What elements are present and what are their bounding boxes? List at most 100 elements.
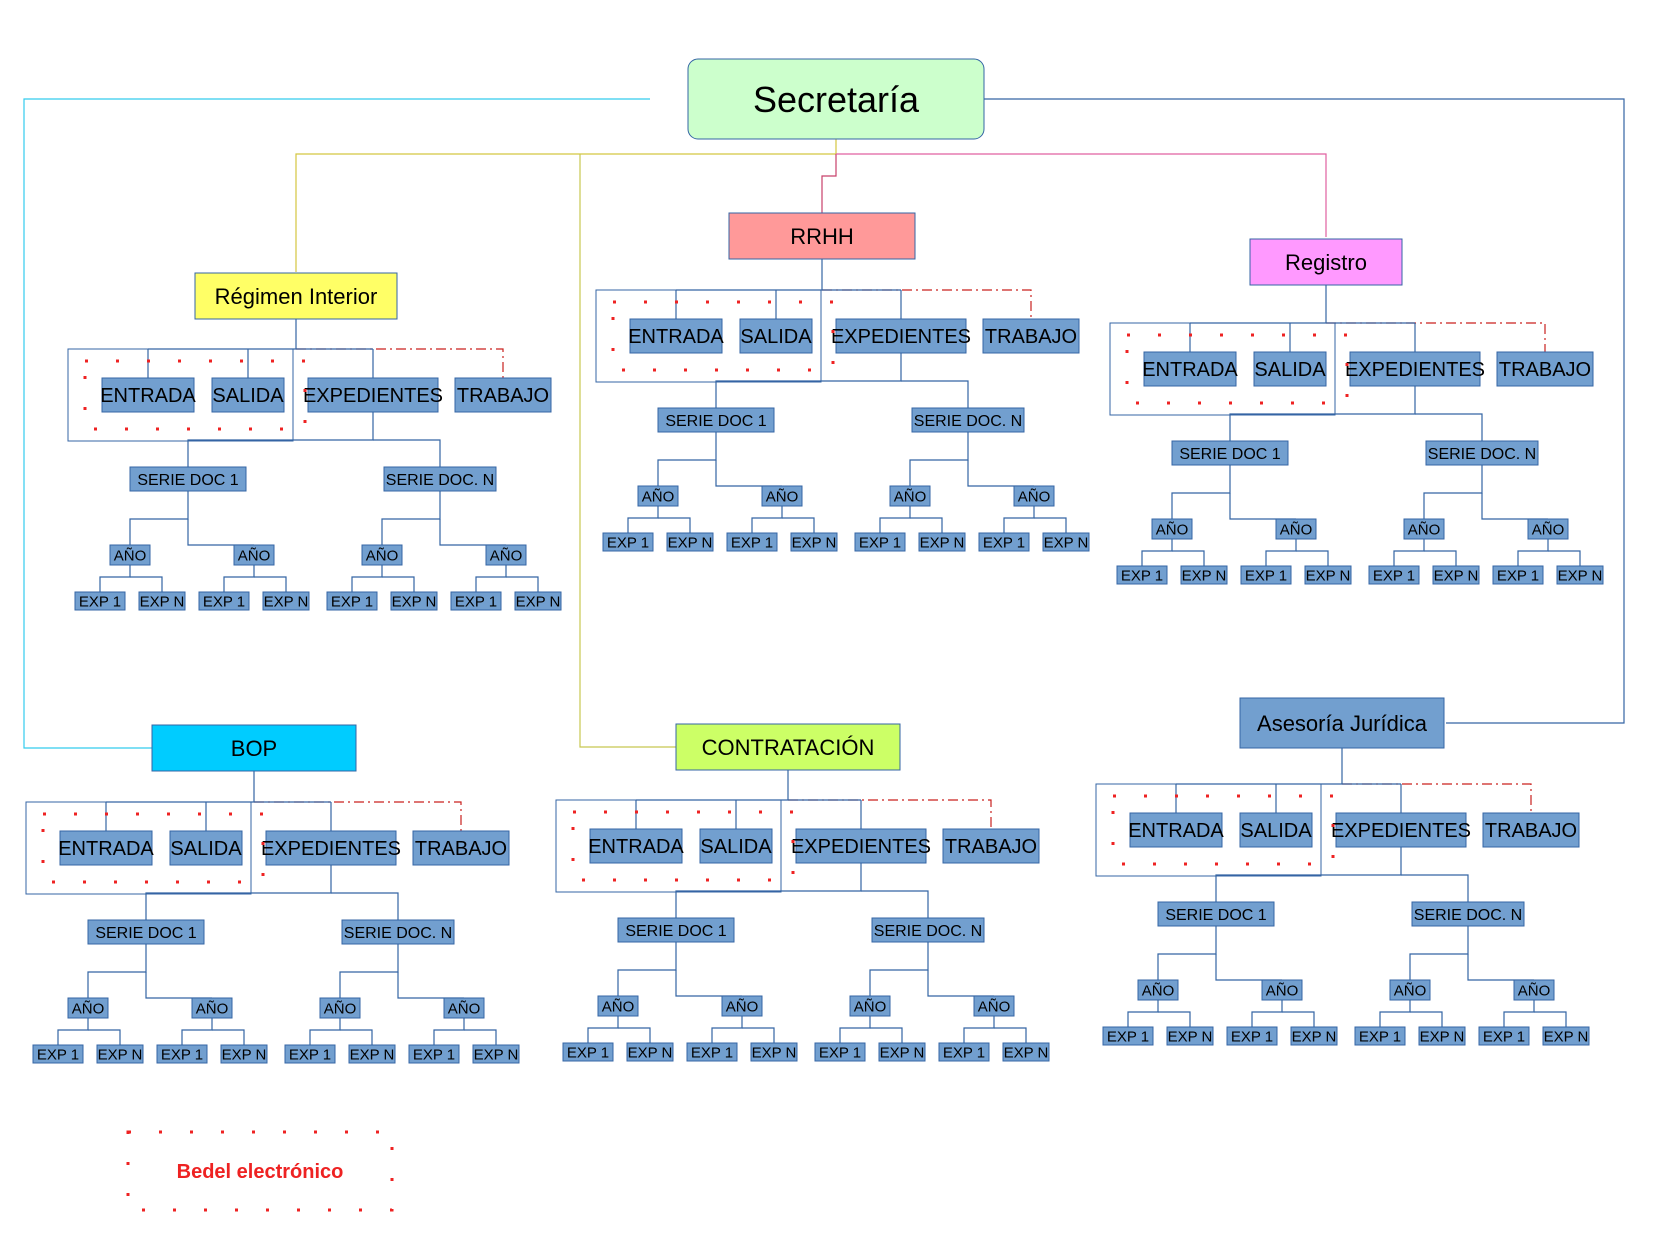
dept-contratacion-serie-doc-1-year-1-exp-n: EXP N xyxy=(750,1042,798,1062)
dept-registro-serie-doc-n-year-0: AÑO xyxy=(1403,518,1445,540)
dept-bop-group-frame xyxy=(25,801,252,895)
dept-registro-serie-doc-1-year-1-exp-1: EXP 1 xyxy=(1240,565,1292,585)
dept-rrhh-serie-doc-1-year-0-box xyxy=(637,485,679,507)
dept-registro-serie-doc-n-box xyxy=(1425,440,1539,466)
dept-regimen-interior-serie-doc-1-year-1-exp-1-box xyxy=(198,591,250,611)
dept-regimen-interior-serie-doc-1-year-0-exp-link-n xyxy=(130,576,163,592)
dept-rrhh-serie-doc-n-year-link-b xyxy=(967,460,1034,487)
dept-contratacion-trabajo-label: TRABAJO xyxy=(945,836,1037,858)
dept-rrhh-entrada-label: ENTRADA xyxy=(628,326,724,348)
dept-asesoria-juridica-serie-doc-n-year-1-exp-1-label: EXP 1 xyxy=(1483,1028,1525,1045)
dept-bop-serie-doc-1-year-0-exp-1-label: EXP 1 xyxy=(37,1046,79,1063)
dept-rrhh-serie-doc-1-year-1-exp-1-label: EXP 1 xyxy=(731,534,773,551)
dept-asesoria-juridica-serie-doc-1-year-1: AÑO xyxy=(1261,979,1303,1001)
dept-regimen-interior-serie-doc-1-year-0-exp-1-box xyxy=(74,591,126,611)
dept-bop-series-right-link xyxy=(331,892,399,920)
dept-rrhh-title-box xyxy=(728,212,916,260)
dept-regimen-interior-serie-doc-n-year-0-exp-link-1 xyxy=(351,565,383,592)
dept-contratacion-serie-doc-n-year-1-exp-1-label: EXP 1 xyxy=(943,1044,985,1061)
dept-contratacion-salida: SALIDA xyxy=(699,828,773,864)
dept-rrhh-serie-doc-n-year-1-exp-link-1 xyxy=(1003,506,1035,533)
dept-regimen-interior-serie-doc-1-label: SERIE DOC 1 xyxy=(137,472,238,489)
dept-contratacion-serie-doc-n-year-0-exp-n-label: EXP N xyxy=(880,1044,925,1061)
dept-rrhh-series-left-link xyxy=(715,353,902,408)
dept-rrhh-entrada-box xyxy=(629,318,723,354)
dept-regimen-interior-trabajo-link xyxy=(296,348,504,378)
dept-contratacion-title: CONTRATACIÓN xyxy=(675,723,901,771)
dept-regimen-interior-entrada-label: ENTRADA xyxy=(100,385,196,407)
dept-registro-serie-doc-1-year-0-exp-link-1 xyxy=(1141,539,1173,566)
dept-asesoria-juridica-serie-doc-1-year-1-exp-1: EXP 1 xyxy=(1226,1026,1278,1046)
dept-asesoria-juridica-serie-doc-n-year-1-exp-link-1 xyxy=(1503,1000,1535,1027)
dept-rrhh-serie-doc-n-year-0-exp-1-label: EXP 1 xyxy=(859,534,901,551)
dept-asesoria-juridica-serie-doc-1-year-0-exp-n-box xyxy=(1166,1026,1214,1046)
dept-regimen-interior-serie-doc-1-year-link-b xyxy=(187,519,254,546)
dept-bop-serie-doc-n-year-1-label: AÑO xyxy=(448,1000,481,1017)
dept-contratacion-serie-doc-n-label: SERIE DOC. N xyxy=(874,923,982,940)
dept-contratacion-serie-doc-n-year-0-exp-1-label: EXP 1 xyxy=(819,1044,861,1061)
dept-bop-serie-doc-n-year-link-b xyxy=(397,972,464,999)
dept-regimen-interior-serie-doc-1-year-1-exp-link-1 xyxy=(223,565,255,592)
dept-asesoria-juridica-series-right-link xyxy=(1401,874,1469,902)
dept-rrhh-serie-doc-n-year-0: AÑO xyxy=(889,485,931,507)
dept-regimen-interior-serie-doc-n-year-link-a xyxy=(381,491,441,545)
dept-asesoria-juridica-serie-doc-1-box xyxy=(1157,901,1275,927)
dept-registro-serie-doc-1-year-1-box xyxy=(1275,518,1317,540)
dept-asesoria-juridica-serie-doc-n-year-0-exp-n-box xyxy=(1418,1026,1466,1046)
dept-bop-serie-doc-1-year-0-label: AÑO xyxy=(72,1000,105,1017)
dept-regimen-interior-serie-doc-n-year-0-exp-n: EXP N xyxy=(390,591,438,611)
dept-contratacion-serie-doc-n-year-0-box xyxy=(849,995,891,1017)
dept-regimen-interior-series-right-link xyxy=(373,439,441,467)
dept-asesoria-juridica-serie-doc-1-year-1-label: AÑO xyxy=(1266,982,1299,999)
dept-bop-serie-doc-1-year-0-exp-n: EXP N xyxy=(96,1044,144,1064)
dept-rrhh-serie-doc-1-year-1-exp-n-box xyxy=(790,532,838,552)
dept-rrhh-serie-doc-n-year-1-label: AÑO xyxy=(1018,488,1051,505)
dept-regimen-interior-serie-doc-n-year-1-box xyxy=(485,544,527,566)
dept-bop-serie-doc-1: SERIE DOC 1 xyxy=(87,919,205,945)
dept-rrhh-serie-doc-1-year-1-exp-link-1 xyxy=(751,506,783,533)
dept-rrhh-serie-doc-n-year-0-exp-link-n xyxy=(910,517,943,533)
dept-regimen-interior-group-frame xyxy=(67,348,294,442)
dept-bop-serie-doc-n-year-1: AÑO xyxy=(443,997,485,1019)
dept-registro-serie-doc-n-year-0-exp-1-box xyxy=(1368,565,1420,585)
dept-contratacion-serie-doc-1-year-link-a xyxy=(617,942,677,996)
dept-contratacion-serie-doc-n: SERIE DOC. N xyxy=(871,917,985,943)
dept-asesoria-juridica-serie-doc-1-year-1-exp-1-label: EXP 1 xyxy=(1231,1028,1273,1045)
dept-contratacion-serie-doc-n-year-0-exp-link-1 xyxy=(839,1016,871,1043)
root-node-secretaria: Secretaría xyxy=(687,58,985,140)
dept-regimen-interior-salida: SALIDA xyxy=(211,377,285,413)
dept-rrhh-trabajo: TRABAJO xyxy=(982,318,1080,354)
dept-bop-entrada-box xyxy=(59,830,153,866)
dept-registro-serie-doc-1-year-0-exp-link-n xyxy=(1172,550,1205,566)
dept-contratacion-serie-doc-n-year-1-exp-link-n xyxy=(994,1027,1027,1043)
dept-contratacion-expedientes-label: EXPEDIENTES xyxy=(791,836,931,858)
dept-regimen-interior-serie-doc-n-year-0-exp-n-box xyxy=(390,591,438,611)
dept-bop-serie-doc-n-year-0-exp-1-label: EXP 1 xyxy=(289,1046,331,1063)
dept-asesoria-juridica-serie-doc-1-year-0-exp-1: EXP 1 xyxy=(1102,1026,1154,1046)
dept-registro-trabajo-link xyxy=(1326,322,1546,352)
dept-contratacion-series-right-link xyxy=(861,890,929,918)
dept-contratacion-serie-doc-n-year-1-box xyxy=(973,995,1015,1017)
dept-registro-serie-doc-1-year-link-b xyxy=(1229,493,1296,520)
dept-registro-serie-doc-1-year-0-exp-1-label: EXP 1 xyxy=(1121,567,1163,584)
dept-registro-serie-doc-n-year-0-exp-1-label: EXP 1 xyxy=(1373,567,1415,584)
dept-registro-salida-label: SALIDA xyxy=(1254,359,1326,381)
dept-regimen-interior-serie-doc-1-year-0-exp-link-1 xyxy=(99,565,131,592)
dept-bop-salida-box xyxy=(169,830,243,866)
dept-registro-serie-doc-n-year-link-a xyxy=(1423,465,1483,519)
dept-rrhh-serie-doc-n-year-0-exp-1-box xyxy=(854,532,906,552)
dept-contratacion-serie-doc-n-year-0: AÑO xyxy=(849,995,891,1017)
dept-registro-serie-doc-1-year-1-exp-1-label: EXP 1 xyxy=(1245,567,1287,584)
dept-registro-serie-doc-1-year-1-exp-1-box xyxy=(1240,565,1292,585)
dept-regimen-interior-serie-doc-n-year-1-exp-1-label: EXP 1 xyxy=(455,593,497,610)
dept-rrhh-serie-doc-n-label: SERIE DOC. N xyxy=(914,413,1022,430)
dept-bop-expedientes: EXPEDIENTES xyxy=(261,830,401,866)
dept-contratacion-serie-doc-n-year-1-exp-1-box xyxy=(938,1042,990,1062)
dept-contratacion-serie-doc-n-year-1-exp-1: EXP 1 xyxy=(938,1042,990,1062)
dept-bop-serie-doc-n-year-1-exp-n-label: EXP N xyxy=(474,1046,519,1063)
dept-registro-entrada-box xyxy=(1143,351,1237,387)
dept-registro-serie-doc-n-year-0-exp-link-1 xyxy=(1393,539,1425,566)
dept-registro-serie-doc-1-year-1-exp-n: EXP N xyxy=(1304,565,1352,585)
dept-bop-serie-doc-1-year-0-exp-link-n xyxy=(88,1029,121,1045)
dept-asesoria-juridica-serie-doc-n-year-1-exp-n-box xyxy=(1542,1026,1590,1046)
